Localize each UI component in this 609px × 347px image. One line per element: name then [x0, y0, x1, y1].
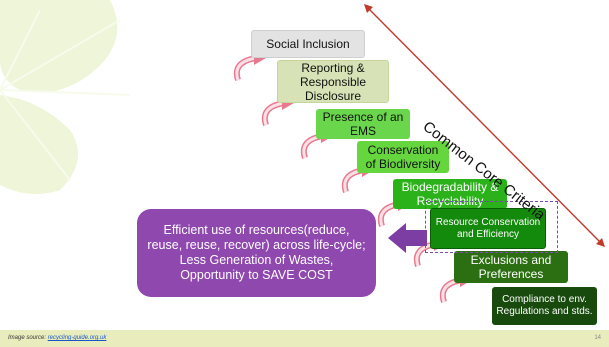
- step-presence-of-ems: Presence of an EMS: [316, 109, 410, 139]
- step-exclusions-preferences: Exclusions and Preferences: [454, 251, 568, 283]
- step-biodegradability-recyclability: Biodegradability & Recyclability: [393, 179, 507, 209]
- image-source-prefix: Image source:: [8, 335, 48, 341]
- highlight-dashed-box: [425, 201, 558, 253]
- leaf-background-graphic: [0, 0, 131, 194]
- image-source-credit: Image source: recycling-guide.org.uk: [8, 335, 106, 341]
- callout-box: Efficient use of resources(reduce, reuse…: [137, 209, 376, 297]
- step-conservation-of-biodiversity: Conservation of Biodiversity: [357, 141, 449, 173]
- image-source-link[interactable]: recycling-guide.org.uk: [47, 335, 107, 341]
- step-compliance-regulations: Compliance to env. Regulations and stds.: [492, 287, 597, 325]
- step-social-inclusion: Social Inclusion: [251, 30, 365, 58]
- criteria-arrowhead-bottom: [596, 238, 605, 247]
- criteria-arrowhead-top: [364, 4, 373, 13]
- footer-band: [0, 330, 609, 347]
- callout-arrow-icon: [388, 223, 406, 253]
- step-resource-conservation: Resource Conservation and Efficiency: [430, 208, 546, 249]
- callout-arrow-stem: [405, 230, 427, 246]
- page-number: 14: [594, 335, 601, 341]
- step-reporting-disclosure: Reporting & Responsible Disclosure: [277, 60, 389, 103]
